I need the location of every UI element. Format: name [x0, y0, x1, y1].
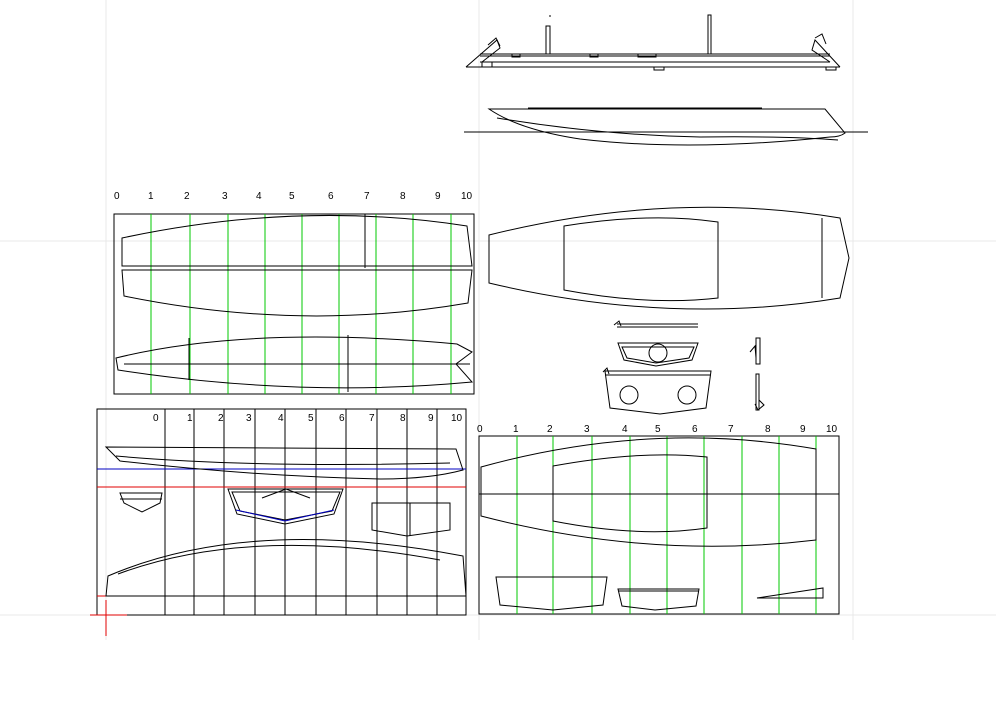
station-label: 7 — [369, 413, 375, 424]
side-elevation — [465, 14, 841, 71]
small-parts — [602, 320, 765, 415]
station-label: 6 — [328, 191, 334, 202]
station-label: 2 — [218, 413, 224, 424]
station-panel-bottom-left: 0 1 2 3 4 5 6 7 8 9 10 — [96, 408, 467, 616]
station-label: 4 — [256, 191, 262, 202]
station-label: 2 — [184, 191, 190, 202]
background-guides — [0, 0, 996, 640]
station-label: 4 — [278, 413, 284, 424]
crosshair-cursor-icon[interactable] — [90, 600, 127, 636]
station-label: 0 — [477, 424, 483, 435]
station-label: 1 — [148, 191, 154, 202]
station-label: 3 — [246, 413, 252, 424]
station-label: 6 — [339, 413, 345, 424]
station-label: 2 — [547, 424, 553, 435]
station-label: 10 — [451, 413, 463, 424]
station-label: 1 — [187, 413, 193, 424]
station-label: 8 — [400, 413, 406, 424]
station-label: 9 — [428, 413, 434, 424]
station-label: 10 — [826, 424, 838, 435]
station-label: 1 — [513, 424, 519, 435]
station-label: 3 — [222, 191, 228, 202]
station-label: 0 — [114, 191, 120, 202]
station-label: 3 — [584, 424, 590, 435]
station-label: 9 — [435, 191, 441, 202]
station-label: 9 — [800, 424, 806, 435]
station-panel-bottom-right: 0 1 2 3 4 5 6 7 8 9 10 — [477, 424, 840, 615]
station-label: 5 — [655, 424, 661, 435]
station-label: 10 — [461, 191, 473, 202]
station-label: 0 — [153, 413, 159, 424]
station-label: 4 — [622, 424, 628, 435]
station-label: 5 — [289, 191, 295, 202]
hull-profile — [464, 107, 868, 146]
station-label: 8 — [400, 191, 406, 202]
station-label: 6 — [692, 424, 698, 435]
station-label: 7 — [364, 191, 370, 202]
station-label: 8 — [765, 424, 771, 435]
station-label: 7 — [728, 424, 734, 435]
station-label: 5 — [308, 413, 314, 424]
station-panel-top-left: 0 1 2 3 4 5 6 7 8 9 10 — [113, 191, 475, 395]
deck-plan — [488, 206, 850, 310]
